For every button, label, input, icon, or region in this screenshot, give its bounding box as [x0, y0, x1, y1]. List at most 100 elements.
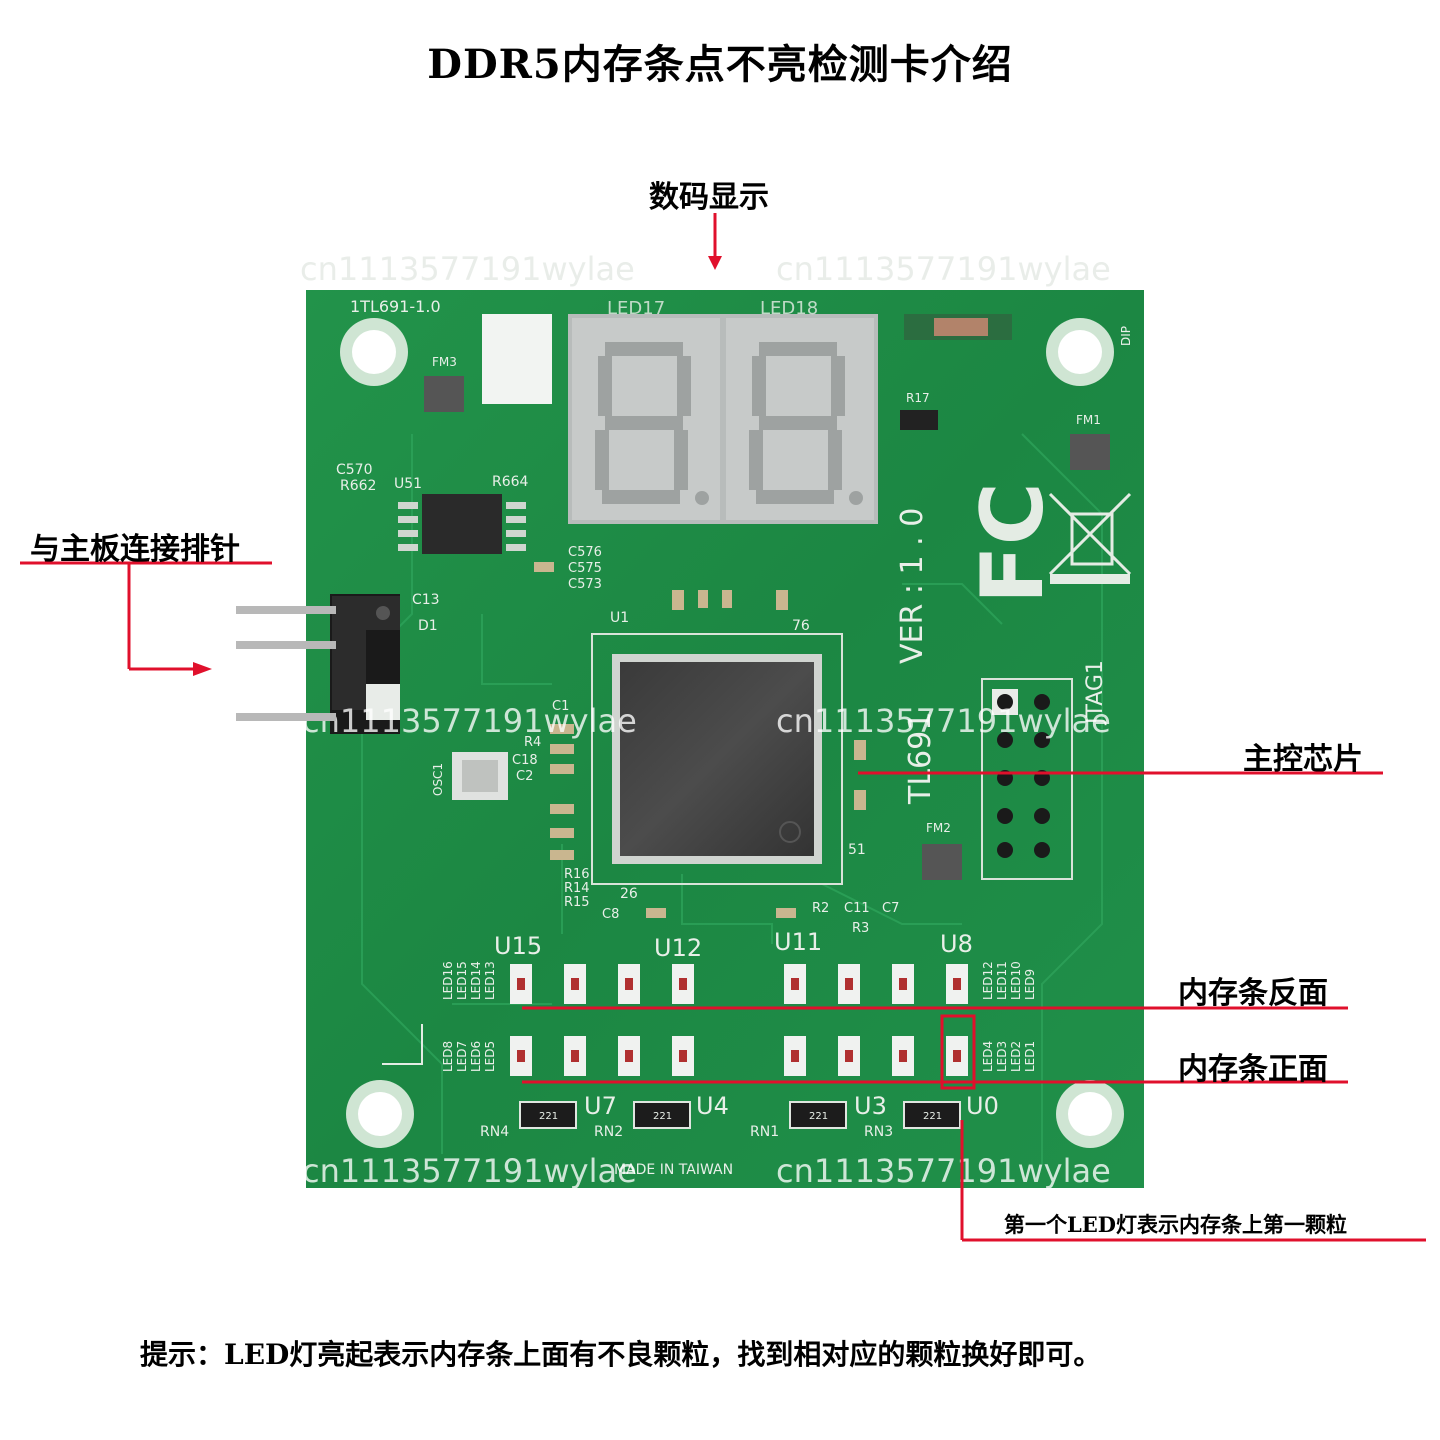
led16-label: LED16 [441, 961, 455, 1000]
resistor-body [934, 318, 988, 336]
watermark-bottom-right: cn1113577191wylae [776, 1152, 1111, 1190]
led7-label: LED7 [455, 1041, 469, 1072]
c575-label: C575 [568, 561, 602, 576]
c576-label: C576 [568, 545, 602, 560]
fm2-label: FM2 [926, 821, 951, 835]
resistor-networks [519, 1101, 961, 1129]
c7-label: C7 [882, 901, 899, 916]
c573-label: C573 [568, 577, 602, 592]
u51-chip [422, 494, 502, 554]
led-row-front [510, 1036, 968, 1076]
r17-label: R17 [906, 391, 930, 405]
u8-label: U8 [940, 930, 973, 958]
main-controller-chip [591, 633, 843, 885]
fiducial-marks: FM3 FM1 FM2 [424, 355, 1110, 880]
bottom-tip: 提示：LED灯亮起表示内存条上面有不良颗粒，找到相对应的颗粒换好即可。 [140, 1338, 1102, 1371]
pin-51-label: 51 [848, 842, 866, 858]
u11-label: U11 [774, 928, 822, 956]
fm3-label: FM3 [432, 355, 457, 369]
led15-label: LED15 [455, 961, 469, 1000]
oscillator-top [462, 760, 498, 792]
rn4-code: 221 [539, 1111, 558, 1122]
header-pins [236, 606, 336, 721]
mounting-holes [340, 318, 1124, 1148]
led5-label: LED5 [483, 1041, 497, 1072]
page-title: DDR5内存条点不亮检测卡介绍 [427, 41, 1013, 88]
u0-label: U0 [966, 1092, 999, 1120]
digit-label-1: LED17 [607, 298, 665, 319]
rn1-label: RN1 [750, 1124, 779, 1140]
watermark-mid-left: cn1113577191wylae [302, 702, 637, 740]
jtag-label: JTAG1 [1083, 660, 1108, 726]
callout-pin-header: 与主板连接排针 [30, 532, 240, 567]
component-labels: C576 C575 C573 C1 R4 C18 C2 R16 R14 R15 … [512, 545, 899, 936]
chip-model-label: TL691 [903, 712, 938, 805]
pcb-board: 1TL691-1.0 LED17 LED18 DIP FM3 FM1 FM2 R… [306, 290, 1144, 1188]
led-labels: LED16 LED15 LED14 LED13 LED12 LED11 LED1… [441, 961, 1037, 1072]
u-labels-top: U15 U12 U11 U8 [494, 928, 973, 962]
led6-label: LED6 [469, 1041, 483, 1072]
led11-label: LED11 [995, 961, 1009, 1000]
rn-labels: RN4 RN2 RN1 RN3 [480, 1124, 893, 1140]
u1-label: U1 [610, 610, 629, 626]
digit-label-2: LED18 [760, 298, 818, 319]
rn3-label: RN3 [864, 1124, 893, 1140]
dip-label: DIP [1119, 326, 1133, 346]
led-row-back [510, 964, 968, 1004]
led12-label: LED12 [981, 961, 995, 1000]
r664-label: R664 [492, 474, 529, 490]
callout-back-side: 内存条反面 [1178, 976, 1328, 1011]
r15-label: R15 [564, 895, 590, 910]
callout-digital-display: 数码显示 [649, 180, 769, 215]
c8-label: C8 [602, 907, 619, 922]
r17-resistor [900, 410, 938, 430]
board-model-label: 1TL691-1.0 [350, 297, 441, 316]
led3-label: LED3 [995, 1041, 1009, 1072]
pin-76-label: 76 [792, 618, 810, 634]
rn3-code: 221 [923, 1111, 942, 1122]
version-label: VER : 1 . 0 [895, 508, 930, 664]
weee-bin-icon [1048, 492, 1132, 576]
led14-label: LED14 [469, 961, 483, 1000]
fcc-logo: FC [963, 482, 1063, 604]
c570-label: C570 [336, 462, 373, 478]
rn-codes: 221 221 221 221 [539, 1111, 942, 1122]
r2-label: R2 [812, 901, 829, 916]
u12-label: U12 [654, 934, 702, 962]
made-in-label: MADE IN TAIWAN [614, 1162, 733, 1178]
r3-label: R3 [852, 921, 869, 936]
pin-26-label: 26 [620, 886, 638, 902]
rn2-code: 221 [653, 1111, 672, 1122]
led13-label: LED13 [483, 961, 497, 1000]
c11-label: C11 [844, 901, 870, 916]
smd-passives [534, 562, 866, 918]
led9-label: LED9 [1023, 969, 1037, 1000]
osc1-label: OSC1 [431, 763, 445, 796]
fm1-label: FM1 [1076, 413, 1101, 427]
watermark-top-right: cn1113577191wylae [776, 250, 1111, 288]
rn1-code: 221 [809, 1111, 828, 1122]
watermark-top-left: cn1113577191wylae [300, 250, 635, 288]
u51-label: U51 [394, 476, 422, 492]
pin-header-block [330, 594, 400, 734]
weee-bar [1050, 574, 1130, 584]
c13-label: C13 [412, 592, 440, 608]
callout-main-chip: 主控芯片 [1243, 742, 1363, 777]
r16-label: R16 [564, 867, 590, 882]
corner-mark [382, 1024, 423, 1065]
u15-label: U15 [494, 932, 542, 960]
u4-label: U4 [696, 1092, 729, 1120]
u7-label: U7 [584, 1092, 617, 1120]
callout-first-led: 第一个LED灯表示内存条上第一颗粒 [1004, 1212, 1347, 1237]
r14-label: R14 [564, 881, 590, 896]
silkscreen-pad [482, 314, 552, 404]
led1-label: LED1 [1023, 1041, 1037, 1072]
led8-label: LED8 [441, 1041, 455, 1072]
u-labels-bottom: U7 U4 U3 U0 [584, 1092, 999, 1120]
rn2-label: RN2 [594, 1124, 623, 1140]
d1-label: D1 [418, 618, 438, 634]
c2-label: C2 [516, 769, 533, 784]
watermark-mid-right: cn1113577191wylae [776, 702, 1111, 740]
